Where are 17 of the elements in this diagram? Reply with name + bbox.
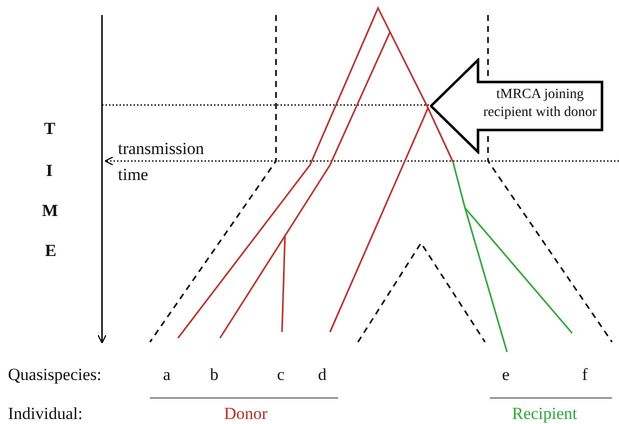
leaf-label: d: [318, 366, 326, 385]
leaf-label: b: [210, 366, 218, 385]
leaf-label: c: [277, 366, 285, 385]
axis-letter: T: [44, 120, 56, 139]
row-label: Individual:: [8, 405, 83, 424]
axis-letter: I: [46, 162, 53, 181]
group-label: Donor: [224, 405, 268, 424]
block-arrow-callout: [430, 58, 606, 154]
leaf-label: e: [502, 366, 510, 385]
transmission-time-label: transmission time: [118, 138, 205, 186]
group-label: Recipient: [512, 405, 578, 424]
axis-letter: E: [45, 242, 56, 261]
callout-text: tMRCA joining recipient with donor: [482, 86, 598, 121]
axis-letter: M: [42, 202, 58, 221]
row-label: Quasispecies:: [8, 366, 102, 385]
leaf-label: a: [163, 366, 171, 385]
leaf-label: f: [582, 366, 588, 385]
